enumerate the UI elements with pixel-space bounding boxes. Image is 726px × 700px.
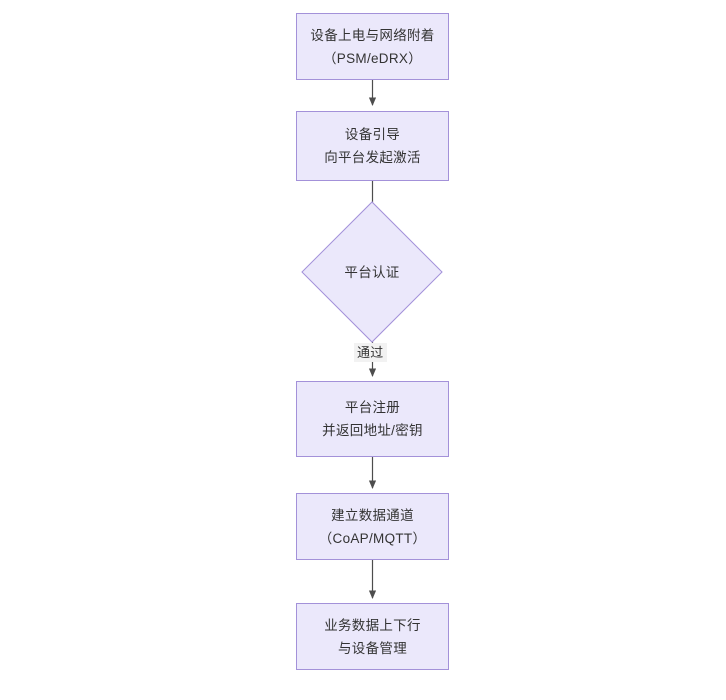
flow-node-platform-authentication[interactable]: 平台认证 — [301, 201, 443, 343]
flow-node-establish-data-channel[interactable]: 建立数据通道 （CoAP/MQTT） — [296, 493, 449, 560]
flow-node-label-line1: 业务数据上下行 — [324, 617, 421, 633]
edge-label-pass: 通过 — [354, 343, 387, 362]
flow-node-platform-registration[interactable]: 平台注册 并返回地址/密钥 — [296, 381, 449, 457]
flow-node-label-line2: 向平台发起激活 — [324, 150, 421, 165]
flow-node-power-on-network-attach[interactable]: 设备上电与网络附着 （PSM/eDRX） — [296, 13, 449, 80]
flow-node-label-line2: 并返回地址/密钥 — [322, 423, 423, 438]
flow-node-label-line2: （CoAP/MQTT） — [318, 530, 427, 546]
flow-node-label-line1: 设备引导 — [344, 127, 401, 142]
flow-node-label-line1: 设备上电与网络附着 — [310, 27, 435, 43]
flow-node-label-line2: 与设备管理 — [338, 640, 407, 656]
flow-node-label-line1: 平台注册 — [344, 400, 401, 415]
flow-node-business-data-and-device-management[interactable]: 业务数据上下行 与设备管理 — [296, 603, 449, 670]
decision-diamond-shape — [301, 201, 443, 343]
flow-node-label-line2: （PSM/eDRX） — [322, 50, 423, 66]
flow-node-device-bootstrap-activation[interactable]: 设备引导 向平台发起激活 — [296, 111, 449, 181]
flow-node-label-line1: 建立数据通道 — [331, 507, 414, 523]
